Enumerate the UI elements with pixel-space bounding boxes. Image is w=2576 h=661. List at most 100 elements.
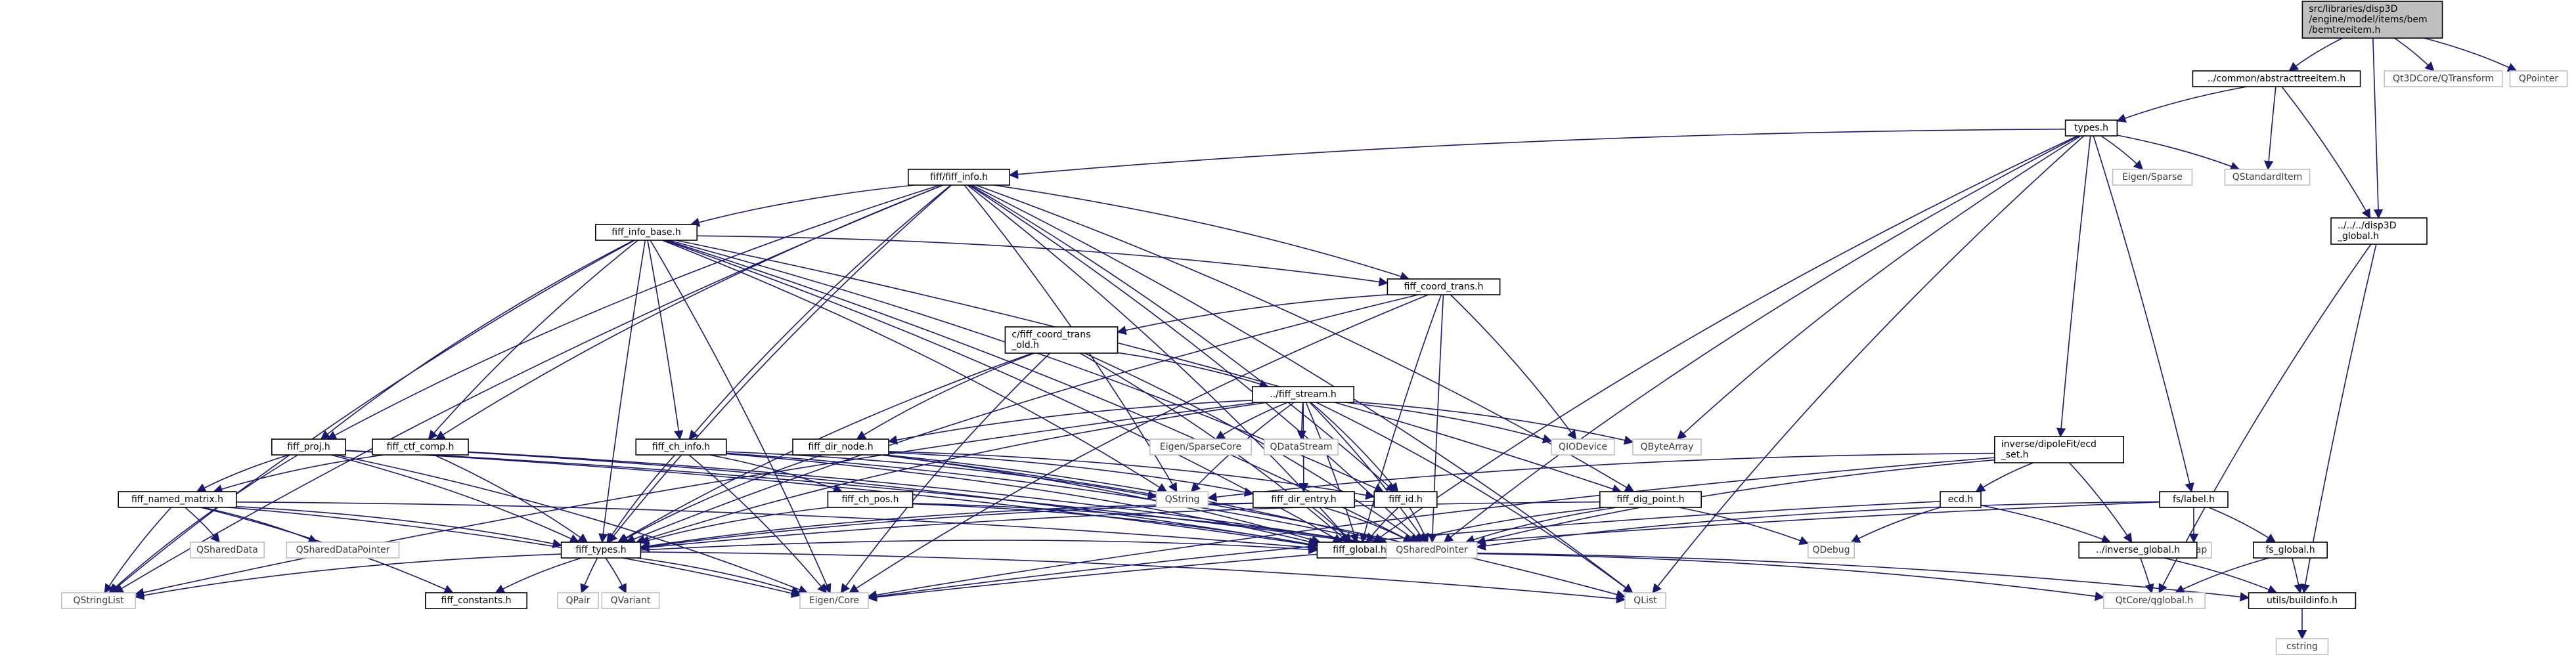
node-box (1373, 491, 1438, 508)
node-fiff-dir-entry[interactable]: fiff_dir_entry.h (1253, 491, 1356, 508)
node-qtcore-qglobal: QtCore/qglobal.h (2103, 592, 2206, 609)
node-label: QPair (566, 595, 590, 606)
edge-fiff-info-to-fiff-proj (326, 184, 941, 440)
node-box (1624, 592, 1666, 609)
edge-fiff-named-matrix-to-fiff-types (236, 505, 563, 549)
node-label: QList (1633, 595, 1657, 606)
node-fiff-ch-pos[interactable]: fiff_ch_pos.h (827, 491, 914, 508)
edge-fiff-global-to-qtcore-qglobal (1402, 552, 2105, 601)
node-label: ../../../disp3D (2338, 221, 2397, 231)
edge-fiff-info-base-to-eigen-core (650, 240, 832, 594)
node-box (2384, 70, 2503, 87)
node-label: ecd.h (1948, 494, 1974, 505)
edge-fiff-dir-entry-to-fiff-types (639, 502, 1253, 551)
node-c-fiff-coord-trans-old[interactable]: c/fiff_coord_trans_old.h (1004, 326, 1119, 354)
node-box (1155, 491, 1209, 508)
edge-fiff-stream-to-qstringlist (134, 402, 1258, 597)
edge-inverse-dipolefit-to-inverse-global (2069, 462, 2133, 544)
node-fiff-dir-node[interactable]: fiff_dir_node.h (792, 438, 889, 456)
node-label: fiff_constants.h (441, 595, 512, 606)
edge-fiff-types-to-fiff-global (640, 540, 1318, 555)
node-box (601, 592, 660, 609)
node-fiff-constants[interactable]: fiff_constants.h (424, 592, 527, 609)
node-box (560, 542, 642, 559)
node-label: _global.h (2337, 231, 2379, 242)
node-label: _set.h (2001, 450, 2029, 460)
edge-fiff-info-to-fiff-id (969, 184, 1396, 492)
node-qbytearray: QByteArray (1632, 438, 1702, 456)
node-root: src/libraries/disp3D/engine/model/items/… (2301, 1, 2443, 39)
node-fiff-types[interactable]: fiff_types.h (560, 542, 642, 559)
node-label: fs_global.h (2265, 545, 2315, 555)
edge-fs-global-to-utils-buildinfo (2292, 557, 2303, 594)
edge-fiff-stream-to-eigen-sparsecore (1215, 402, 1288, 440)
node-fiff-id[interactable]: fiff_id.h (1373, 491, 1438, 508)
node-box (1253, 491, 1356, 508)
node-label: Eigen/Sparse (2122, 172, 2183, 182)
node-qshareddatapointer: QSharedDataPointer (286, 542, 400, 559)
edge-fiff-coord-trans-to-qiodevice (1450, 294, 1577, 440)
node-box (286, 542, 400, 559)
edge-types-to-qlist (1652, 135, 2085, 594)
edge-fiff-info-to-qlist (971, 184, 1633, 593)
node-box (2301, 1, 2443, 39)
edge-fiff-types-to-qlist (640, 551, 1626, 604)
node-eigen-core: Eigen/Core (799, 592, 869, 609)
node-fiff-ctf-comp[interactable]: fiff_ctf_comp.h (372, 438, 469, 456)
node-box (2159, 491, 2229, 508)
edge-fiff-dig-point-to-fiff-global (1401, 507, 1606, 545)
node-label: QIODevice (1559, 442, 1607, 452)
node-inverse-dipolefit[interactable]: inverse/dipoleFit/ecd_set.h (1994, 436, 2125, 463)
edge-fiff-id-to-fiff-global (1366, 507, 1399, 544)
edge-fs-label-to-qsharedpointer (1476, 501, 2160, 551)
node-fs-global[interactable]: fs_global.h (2253, 542, 2328, 559)
edge-fiff-ch-info-to-fiff-ch-pos (709, 454, 843, 494)
edge-fiff-info-base-to-fiff-types (598, 240, 646, 544)
edge-fiff-ch-info-to-fiff-global (726, 453, 1318, 547)
edge-fiff-info-base-to-fiff-ch-info (647, 240, 684, 440)
node-label: /engine/model/items/bem (2309, 14, 2427, 25)
node-eigen-sparse: Eigen/Sparse (2112, 169, 2193, 186)
edge-fiff-ch-info-to-fiff-types (606, 454, 676, 544)
node-qvariant: QVariant (601, 592, 660, 609)
edge-fiff-ctf-comp-to-fiff-types (433, 454, 588, 543)
node-inverse-global[interactable]: ../inverse_global.h (2078, 542, 2198, 559)
edge-fiff-coord-trans-to-eigen-core (849, 294, 1429, 593)
node-label: fiff_ch_pos.h (841, 494, 899, 505)
node-label: QByteArray (1641, 442, 1694, 452)
node-fiff-stream[interactable]: ../fiff_stream.h (1252, 386, 1355, 403)
node-box (1252, 386, 1355, 403)
node-fiff-info-base[interactable]: fiff_info_base.h (594, 224, 698, 241)
node-fiff-proj[interactable]: fiff_proj.h (271, 438, 346, 456)
edge-fiff-proj-to-fiff-named-matrix (196, 454, 290, 492)
node-box (118, 491, 237, 508)
node-fiff-named-matrix[interactable]: fiff_named_matrix.h (118, 491, 237, 508)
node-label: QSharedDataPointer (296, 545, 390, 555)
edge-fiff-stream-to-qsharedpointer (1309, 402, 1426, 544)
node-label: QDebug (1812, 545, 1850, 555)
edge-fiff-info-base-to-qstringlist (109, 240, 635, 593)
node-disp3d-global[interactable]: ../../../disp3D_global.h (2330, 217, 2428, 245)
node-box (189, 542, 265, 559)
edge-fiff-stream-to-qlist (1316, 402, 1633, 593)
node-types[interactable]: types.h (2064, 119, 2118, 137)
node-qstandarditem: QStandardItem (2224, 169, 2311, 186)
node-fiff-dig-point[interactable]: fiff_dig_point.h (1599, 491, 1702, 508)
node-label: src/libraries/disp3D (2309, 4, 2397, 14)
node-qsharedpointer: QSharedPointer (1386, 542, 1478, 559)
edge-fiff-info-base-to-qstring (661, 240, 1168, 492)
node-ecd[interactable]: ecd.h (1940, 491, 1982, 508)
node-box (2248, 592, 2357, 609)
node-utils-buildinfo[interactable]: utils/buildinfo.h (2248, 592, 2357, 609)
edge-fs-global-to-qtcore-qglobal (2174, 557, 2269, 593)
node-fiff-coord-trans[interactable]: fiff_coord_trans.h (1387, 278, 1501, 295)
node-fiff-info[interactable]: fiff/fiff_info.h (908, 169, 1011, 186)
edge-fiff-info-base-to-fiff-proj (320, 240, 634, 440)
edge-root-to-abstracttreeitem (2288, 37, 2343, 72)
node-label: c/fiff_coord_trans (1011, 330, 1090, 340)
edge-fiff-stream-to-qbytearray (1354, 401, 1634, 445)
node-fiff-ch-info[interactable]: fiff_ch_info.h (635, 438, 727, 456)
node-abstracttreeitem[interactable]: ../common/abstracttreeitem.h (2192, 70, 2361, 87)
node-fs-label[interactable]: fs/label.h (2159, 491, 2229, 508)
